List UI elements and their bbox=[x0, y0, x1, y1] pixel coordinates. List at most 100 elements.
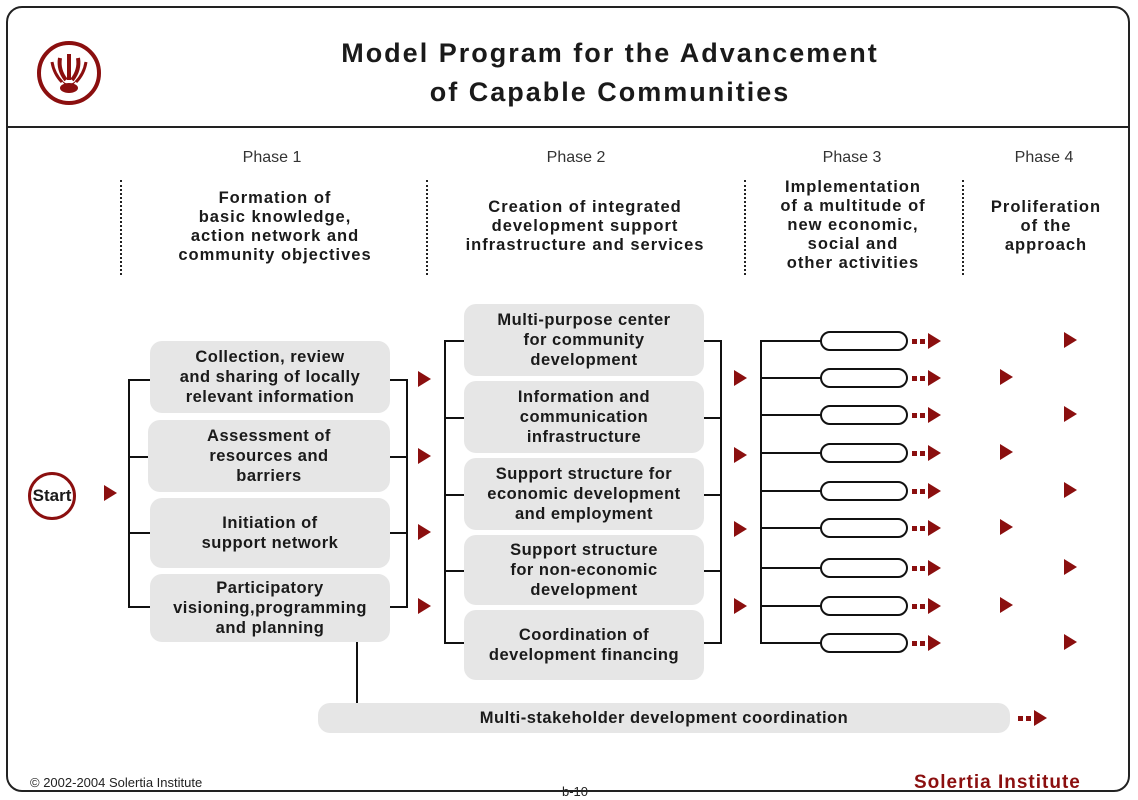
desc-line: infrastructure and services bbox=[465, 236, 705, 254]
phase-divider bbox=[744, 180, 746, 275]
phase1-step-box: Assessment of resources and barriers bbox=[148, 420, 390, 492]
arrow-icon bbox=[734, 370, 747, 386]
bracket-line bbox=[704, 642, 722, 644]
branch-trunk bbox=[760, 340, 762, 644]
box-line: Support structure for bbox=[495, 465, 673, 483]
box-line: Assessment of bbox=[207, 427, 331, 445]
desc-line: Creation of integrated bbox=[488, 198, 682, 216]
bracket-line bbox=[704, 494, 722, 496]
phase-4-description: Proliferation of the approach bbox=[966, 198, 1126, 255]
bracket-line bbox=[704, 570, 722, 572]
bracket-line bbox=[444, 494, 466, 496]
bracket-line bbox=[390, 606, 408, 608]
brand-name: Solertia Institute bbox=[914, 772, 1081, 793]
box-line: resources and bbox=[209, 447, 329, 465]
activity-pill bbox=[820, 518, 908, 538]
box-line: Collection, review bbox=[195, 348, 345, 366]
desc-line: community objectives bbox=[178, 246, 372, 264]
arrow-icon bbox=[734, 598, 747, 614]
phase-3-description: Implementation of a multitude of new eco… bbox=[748, 178, 958, 273]
bracket-line bbox=[444, 417, 466, 419]
copyright: © 2002-2004 Solertia Institute bbox=[30, 775, 203, 790]
arrow-icon bbox=[104, 485, 117, 501]
arrow-icon bbox=[418, 598, 431, 614]
box-line: and employment bbox=[514, 505, 654, 523]
phase1-step-box: Initiation of support network bbox=[150, 498, 390, 568]
activity-pill bbox=[820, 596, 908, 616]
coordination-bar: Multi-stakeholder development coordinati… bbox=[318, 703, 1010, 733]
desc-line: action network and bbox=[190, 227, 360, 245]
desc-line: development support bbox=[491, 217, 679, 235]
box-line: infrastructure bbox=[526, 428, 642, 446]
arrow-icon bbox=[418, 371, 431, 387]
header-divider bbox=[6, 126, 1130, 128]
bracket-line bbox=[704, 340, 722, 342]
phase-divider bbox=[426, 180, 428, 275]
arrow-icon bbox=[1064, 634, 1077, 650]
desc-line: basic knowledge, bbox=[198, 208, 352, 226]
title-line-2: of Capable Communities bbox=[429, 77, 791, 107]
phase-4-label: Phase 4 bbox=[1014, 149, 1074, 166]
bracket-line bbox=[128, 606, 150, 608]
arrow-icon bbox=[418, 524, 431, 540]
start-node: Start bbox=[28, 472, 76, 520]
bracket-line bbox=[128, 379, 150, 381]
box-line: relevant information bbox=[185, 388, 355, 406]
arrow-icon bbox=[1000, 369, 1013, 385]
desc-line: Proliferation bbox=[990, 198, 1102, 216]
box-line: development bbox=[530, 351, 638, 369]
arrow-icon bbox=[734, 447, 747, 463]
arrow-icon bbox=[734, 521, 747, 537]
box-line: support network bbox=[201, 534, 339, 552]
arrow-icon bbox=[1064, 332, 1077, 348]
activity-pill bbox=[820, 443, 908, 463]
page-number: b-10 bbox=[562, 784, 589, 799]
branch-line bbox=[760, 340, 822, 342]
arrow-icon bbox=[1000, 519, 1013, 535]
box-line: Participatory bbox=[216, 579, 324, 597]
box-line: Information and bbox=[517, 388, 651, 406]
phase-divider bbox=[962, 180, 964, 275]
arrow-icon bbox=[1064, 559, 1077, 575]
branch-line bbox=[760, 377, 822, 379]
bracket-line bbox=[720, 340, 722, 644]
box-line: development bbox=[530, 581, 638, 599]
bracket-line bbox=[444, 340, 446, 642]
branch-line bbox=[760, 452, 822, 454]
arrow-icon bbox=[1064, 482, 1077, 498]
lotus-logo-icon bbox=[37, 41, 101, 105]
title-line-1: Model Program for the Advancement bbox=[341, 38, 879, 68]
activity-pill bbox=[820, 633, 908, 653]
phase-divider bbox=[120, 180, 122, 275]
bracket-line bbox=[390, 532, 408, 534]
desc-line: new economic, bbox=[787, 216, 919, 234]
page-title: Model Program for the Advancement of Cap… bbox=[160, 34, 1060, 112]
desc-line: of a multitude of bbox=[780, 197, 926, 215]
desc-line: approach bbox=[1004, 236, 1088, 254]
arrow-icon bbox=[1064, 406, 1077, 422]
activity-pill bbox=[820, 481, 908, 501]
box-line: for non-economic bbox=[510, 561, 658, 579]
branch-line bbox=[760, 527, 822, 529]
box-line: barriers bbox=[236, 467, 302, 485]
bracket-line bbox=[128, 379, 130, 608]
phase-1-description: Formation of basic knowledge, action net… bbox=[150, 189, 400, 265]
bracket-line bbox=[406, 379, 408, 608]
bracket-line bbox=[444, 570, 466, 572]
bracket-line bbox=[390, 456, 408, 458]
box-line: Initiation of bbox=[222, 514, 318, 532]
box-line: development financing bbox=[488, 646, 680, 664]
activity-pill bbox=[820, 331, 908, 351]
slide-frame bbox=[6, 6, 1130, 792]
desc-line: of the bbox=[1020, 217, 1072, 235]
branch-line bbox=[760, 567, 822, 569]
bracket-line bbox=[128, 456, 150, 458]
desc-line: Formation of bbox=[218, 189, 332, 207]
arrow-icon bbox=[418, 448, 431, 464]
activity-pill bbox=[820, 558, 908, 578]
